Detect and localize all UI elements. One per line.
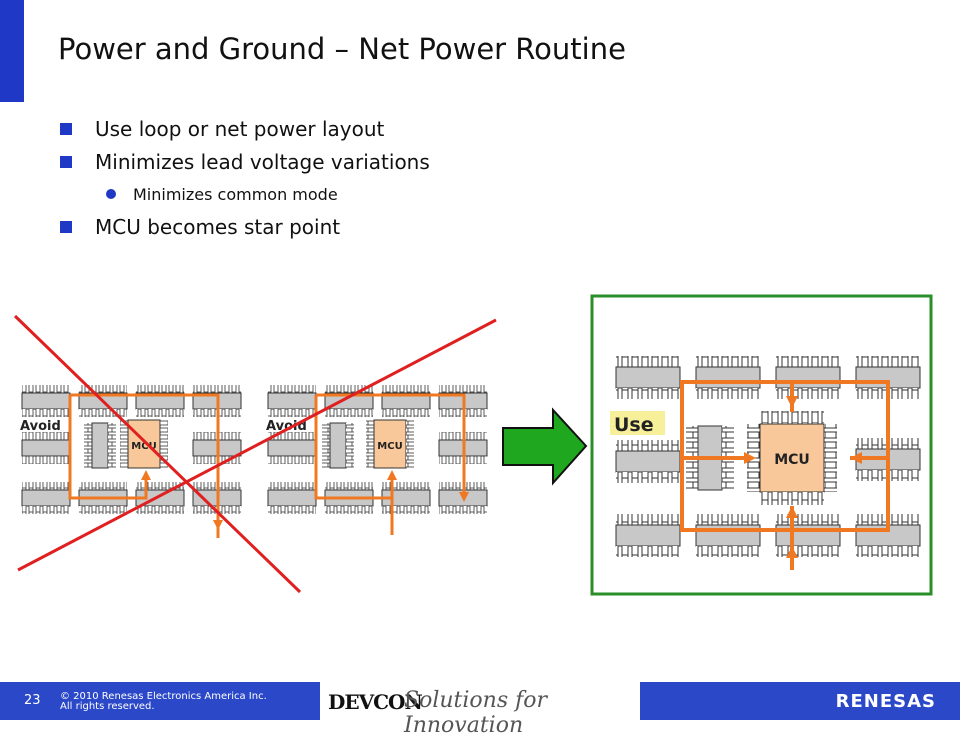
cross-line bbox=[17, 318, 497, 572]
tagline: Solutions for Innovation bbox=[404, 688, 547, 738]
copyright-notice: © 2010 Renesas Electronics America Inc. … bbox=[60, 692, 267, 712]
round-bullet-icon bbox=[106, 189, 116, 199]
bullet-list: Use loop or net power layout Minimizes l… bbox=[60, 112, 580, 243]
bullet-text: Use loop or net power layout bbox=[95, 116, 385, 141]
avoid-label: Avoid bbox=[20, 419, 61, 434]
copyright-line: © 2010 Renesas Electronics America Inc. bbox=[60, 691, 267, 702]
mcu-label: MCU bbox=[131, 441, 156, 452]
use-layout: Use MCU bbox=[590, 294, 933, 596]
bullet-item: Minimizes lead voltage variations bbox=[60, 145, 580, 178]
bullet-text: Minimizes lead voltage variations bbox=[95, 149, 430, 174]
footer-left-band: 23 © 2010 Renesas Electronics America In… bbox=[0, 682, 320, 720]
bullet-item: Use loop or net power layout bbox=[60, 112, 580, 145]
title-accent-bar bbox=[0, 0, 24, 102]
cross-line bbox=[13, 314, 302, 594]
slide-title: Power and Ground – Net Power Routine bbox=[58, 32, 626, 66]
square-bullet-icon bbox=[60, 155, 72, 168]
devcon-logo: DEVCON bbox=[328, 690, 423, 714]
use-label: Use bbox=[614, 414, 654, 436]
footer: 23 © 2010 Renesas Electronics America In… bbox=[0, 682, 960, 738]
mcu-label: MCU bbox=[774, 452, 810, 468]
page-number: 23 bbox=[24, 693, 41, 708]
arrow-right-icon bbox=[502, 407, 588, 486]
bullet-item: MCU becomes star point bbox=[60, 210, 580, 243]
square-bullet-icon bbox=[60, 122, 72, 135]
copyright-line: All rights reserved. bbox=[60, 701, 155, 712]
avoid-layout-2: MCU Avoid bbox=[266, 385, 488, 535]
square-bullet-icon bbox=[60, 220, 72, 233]
devcon-banner: DEVCON Solutions for Innovation bbox=[322, 682, 640, 738]
avoid-layout-1: MCU Avoid bbox=[20, 385, 242, 538]
renesas-logo: RENESAS bbox=[835, 691, 936, 712]
sub-bullet-text: Minimizes common mode bbox=[133, 184, 338, 204]
sub-bullet-item: Minimizes common mode bbox=[60, 178, 580, 210]
footer-right-band: RENESAS bbox=[640, 682, 960, 720]
mcu-label: MCU bbox=[377, 441, 402, 452]
bullet-text: MCU becomes star point bbox=[95, 214, 341, 239]
routing-diagram: MCU Avoid MCU Avoid bbox=[13, 294, 933, 596]
